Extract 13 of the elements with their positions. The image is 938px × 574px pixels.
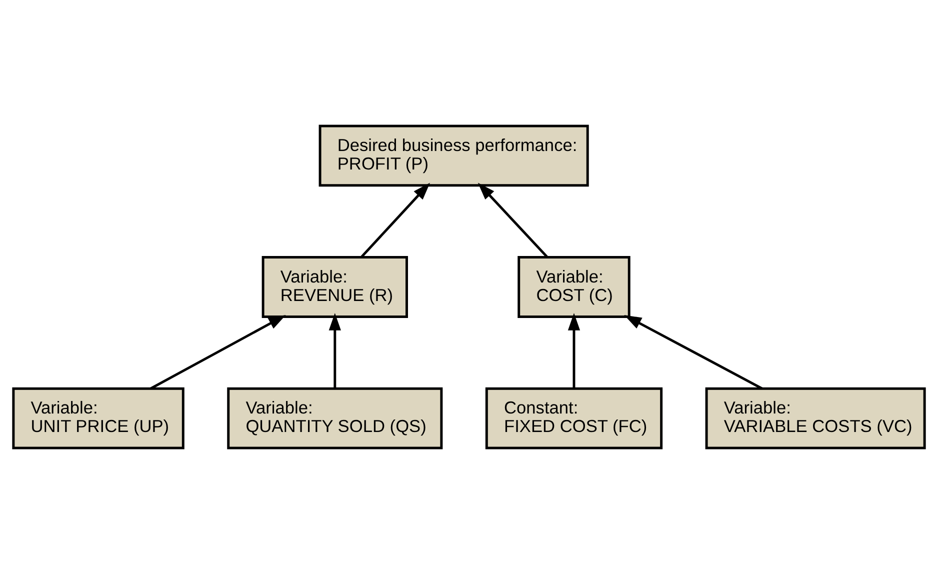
node-box: Constant: FIXED COST (FC) <box>485 387 663 450</box>
arrow <box>328 313 341 388</box>
node-box: Variable: UNIT PRICE (UP) <box>12 387 184 450</box>
arrow <box>360 182 430 258</box>
arrow <box>568 313 580 388</box>
node-box: Variable: QUANTITY SOLD (QS) <box>227 387 443 450</box>
arrow <box>624 315 763 390</box>
node-box: Desired business performance: PROFIT (P) <box>318 124 589 187</box>
node-box: Variable: VARIABLE COSTS (VC) <box>705 387 926 450</box>
arrow <box>150 314 286 390</box>
node-box: Variable: REVENUE (R) <box>262 256 408 318</box>
node-box: Variable: COST (C) <box>518 256 630 318</box>
arrow <box>478 182 548 258</box>
